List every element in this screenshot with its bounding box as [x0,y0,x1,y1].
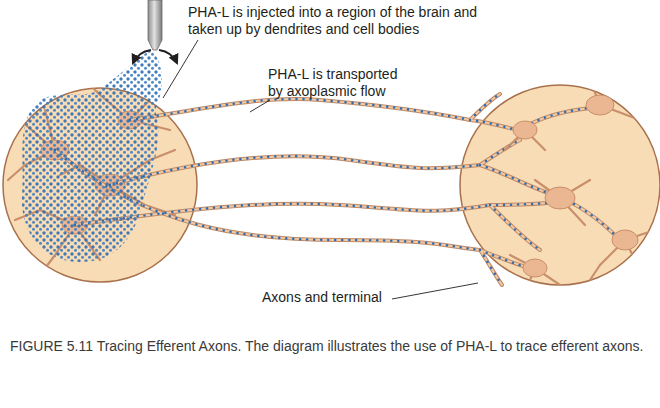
injection-pipette [148,0,162,50]
leader-lines [163,40,478,299]
brain-region [460,85,660,285]
neurons [505,75,655,285]
cell-bodies [513,95,638,277]
figure-caption: FIGURE 5.11 Tracing Efferent Axons. The … [10,336,650,356]
annotation-label: PHA-L is transported by axoplasmic flow [268,66,408,100]
flow-arrow [133,50,151,63]
annotation-label: Axons and terminal [262,289,462,306]
annotation-label: PHA-L is injected into a region of the b… [188,4,480,38]
tracer-dots [22,50,162,262]
flow-arrow [159,50,177,63]
